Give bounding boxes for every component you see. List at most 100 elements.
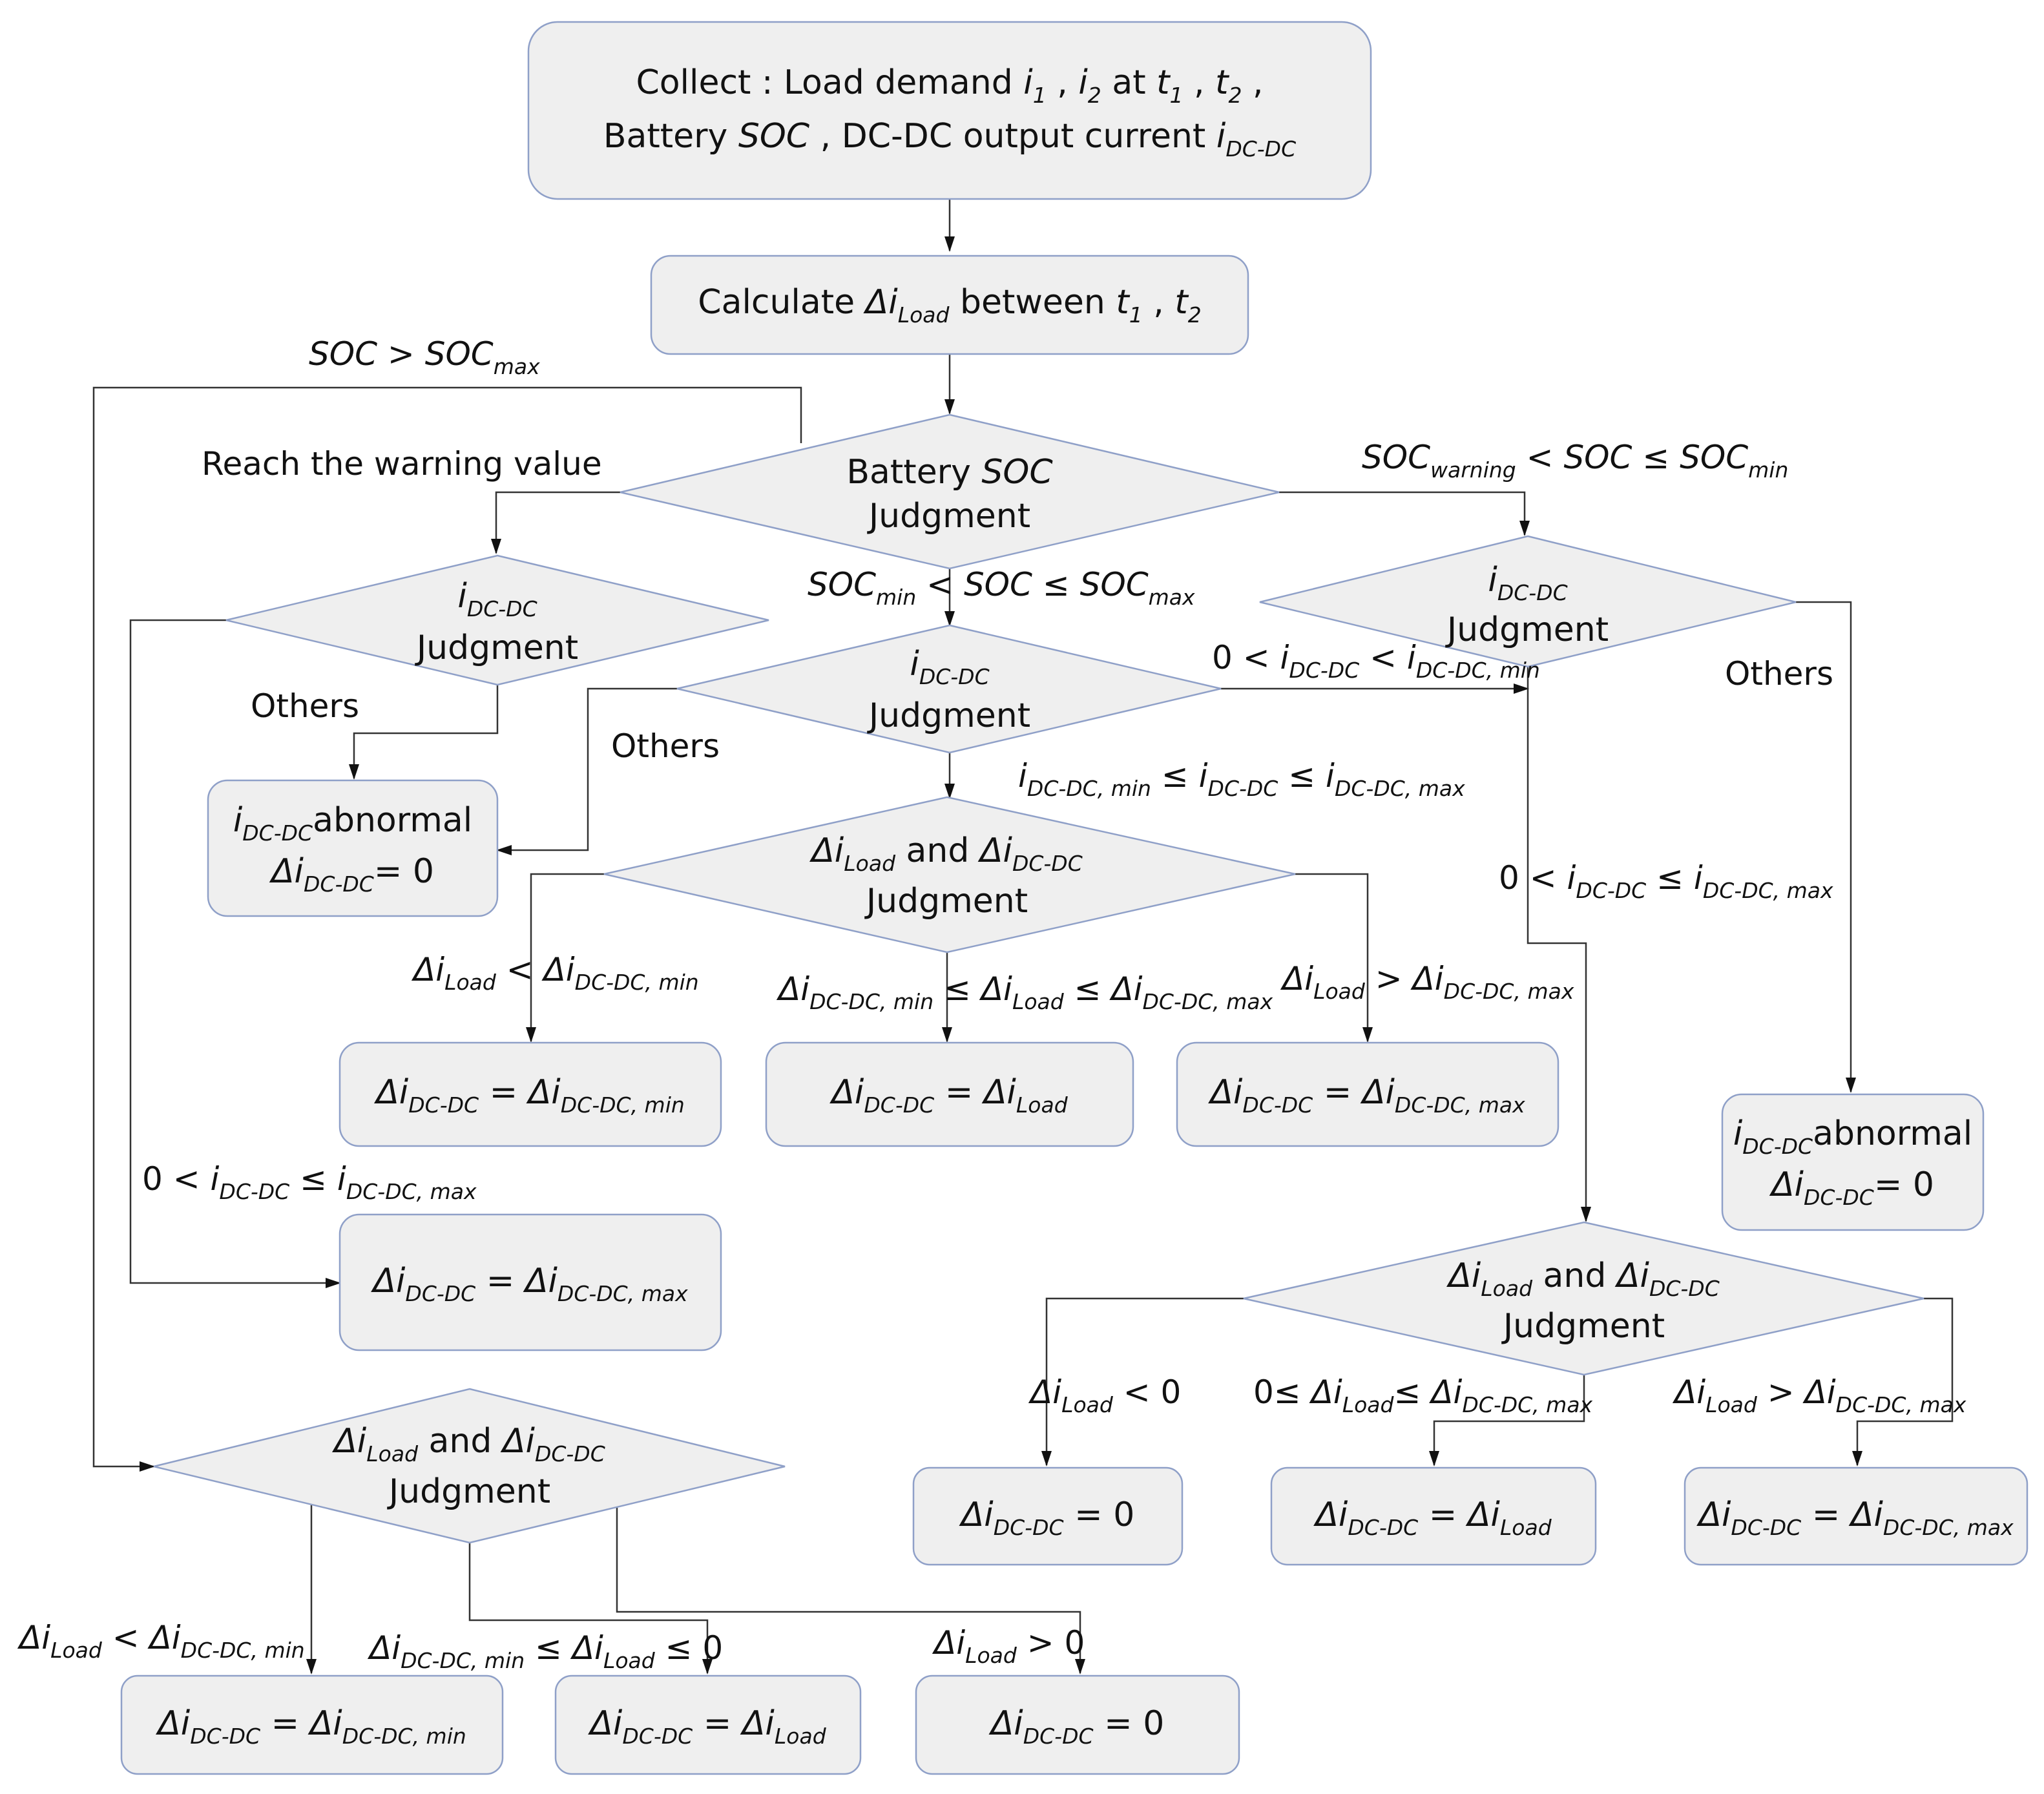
- label-dload-lt-zero: ΔiLoad​ < 0: [1028, 1373, 1181, 1417]
- result-mid-load-text: ΔiDC-DC​ = ΔiLoad​: [829, 1073, 1068, 1118]
- subscript: DC-DC: [1023, 1724, 1094, 1749]
- subscript: 1: [1170, 83, 1184, 108]
- text-run: ≤: [289, 1160, 337, 1198]
- edge-soc-above-max: [92, 386, 802, 1472]
- subscript: Load: [965, 1643, 1017, 1668]
- text-run: Δi: [981, 1073, 1017, 1112]
- subscript: DC-DC: [1742, 1134, 1813, 1159]
- text-run: 0≤: [1253, 1373, 1311, 1411]
- label-soc-min-to-max: SOCmin​ < SOC ≤ SOCmax​: [808, 566, 1195, 610]
- text-run: Δi: [1672, 1373, 1705, 1411]
- text-run: ≤: [525, 1629, 572, 1667]
- text-run: abnormal: [1813, 1114, 1972, 1153]
- text-run: Δi: [1410, 960, 1444, 997]
- text-run: =: [1418, 1496, 1468, 1534]
- text-run: and: [418, 1422, 503, 1461]
- abnormal-left-box: iDC-DC​abnormal ΔiDC-DC​= 0: [207, 779, 499, 917]
- subscript: Load: [1313, 979, 1366, 1004]
- result-mid-min-box: ΔiDC-DC​ = ΔiDC-DC, min​: [339, 1041, 722, 1147]
- label-dload-min-to-max: ΔiDC-DC, min​ ≤ ΔiLoad​ ≤ ΔiDC-DC, max​: [776, 970, 1273, 1014]
- idc-judgment-right-diamond: iDC-DC​ Judgment: [1259, 535, 1797, 668]
- subscript: Load: [444, 970, 497, 995]
- text-run: Judgment: [864, 882, 1028, 921]
- text-run: SOC: [1362, 439, 1430, 476]
- text-run: Δi: [1028, 1373, 1061, 1411]
- edge-right-delta-lt-zero: [1041, 1297, 1244, 1466]
- subscript: DC-DC: [467, 596, 537, 621]
- text-run: between: [949, 283, 1116, 322]
- subscript: DC-DC, min: [181, 1638, 305, 1663]
- subscript: Load: [1016, 1092, 1069, 1118]
- subscript: DC-DC: [1804, 1185, 1874, 1210]
- subscript: DC-DC: [1731, 1515, 1801, 1540]
- subscript: DC-DC, min: [809, 989, 933, 1014]
- text-run: Δi: [863, 283, 899, 322]
- label-others-middle: Others: [611, 727, 720, 765]
- text-run: <: [102, 1619, 150, 1656]
- result-bottom-min-text: ΔiDC-DC​ = ΔiDC-DC, min​: [155, 1704, 466, 1749]
- text-run: and: [895, 831, 980, 870]
- abnormal-right-box: iDC-DC​abnormal ΔiDC-DC​= 0: [1721, 1093, 1985, 1231]
- subscript: DC-DC: [1225, 136, 1296, 162]
- subscript: DC-DC: [1242, 1092, 1313, 1118]
- text-run: Δi: [740, 1704, 775, 1743]
- edge-soc-warning-to-min: [1279, 491, 1530, 536]
- label-reach-warning: Reach the warning value: [202, 445, 602, 483]
- result-mid-load-box: ΔiDC-DC​ = ΔiLoad​: [765, 1041, 1134, 1147]
- text-run: <: [916, 566, 964, 603]
- label-idc-right-range: 0 < iDC-DC​ ≤ iDC-DC, max​: [1499, 859, 1833, 903]
- subscript: DC-DC: [219, 1179, 289, 1204]
- text-run: i: [1216, 117, 1226, 156]
- text-run: =: [260, 1704, 310, 1743]
- text-run: Δi: [523, 1262, 558, 1300]
- text-run: Δi: [1696, 1496, 1731, 1534]
- abnormal-right-line2: ΔiDC-DC​= 0: [1769, 1165, 1934, 1210]
- text-run: ,: [1143, 283, 1175, 322]
- text-run: Calculate: [698, 283, 865, 322]
- subscript: Load: [603, 1648, 656, 1673]
- text-run: Δi: [155, 1704, 191, 1743]
- text-run: Δi: [1465, 1496, 1501, 1534]
- subscript: DC-DC, max: [1335, 776, 1465, 801]
- text-run: abnormal: [313, 801, 472, 840]
- subscript: DC-DC: [190, 1724, 260, 1749]
- text-run: =: [475, 1262, 525, 1300]
- label-others-left: Others: [251, 687, 359, 725]
- calc-box-line1: Calculate ΔiLoad​ between t1​ , t2​: [698, 283, 1201, 328]
- subscript: Load: [775, 1724, 827, 1749]
- subscript: Load: [1342, 1392, 1395, 1417]
- subscript: DC-DC: [622, 1724, 693, 1749]
- text-run: SOC: [1680, 439, 1748, 476]
- subscript: DC-DC, max: [1444, 979, 1574, 1004]
- edge-mid-delta-lt-min: [526, 873, 604, 1043]
- text-run: ≤: [1032, 566, 1080, 603]
- result-left-max-box: ΔiDC-DC​ = ΔiDC-DC, max​: [339, 1213, 722, 1351]
- subscript: DC-DC: [1208, 776, 1278, 801]
- delta-judgment-middle-diamond: ΔiLoad​ and ΔiDC-DC​ Judgment: [603, 796, 1296, 954]
- subscript: DC-DC: [304, 871, 374, 897]
- text-run: Δi: [308, 1704, 343, 1743]
- text-run: Judgment: [387, 1472, 550, 1511]
- subscript: warning: [1430, 457, 1516, 483]
- result-left-max-text: ΔiDC-DC​ = ΔiDC-DC, max​: [370, 1262, 688, 1306]
- label-idc-left-range: 0 < iDC-DC​ ≤ iDC-DC, max​: [142, 1160, 477, 1204]
- subscript: DC-DC, max: [1142, 989, 1273, 1014]
- result-mid-max-box: ΔiDC-DC​ = ΔiDC-DC, max​: [1176, 1041, 1559, 1147]
- edge-bottom-delta-range: [468, 1543, 713, 1674]
- text-run: Others: [251, 687, 359, 725]
- text-run: i: [457, 577, 467, 616]
- text-run: Δi: [269, 852, 304, 891]
- text-run: and: [1532, 1257, 1617, 1295]
- subscript: 2: [1228, 83, 1242, 108]
- abnormal-left-line1: iDC-DC​abnormal: [233, 801, 472, 846]
- label-soc-warning-to-min: SOCwarning​ < SOC ≤ SOCmin​: [1362, 439, 1788, 483]
- idc-judgment-left-diamond: iDC-DC​ Judgment: [225, 554, 769, 686]
- idc-judgment-middle-line1: iDC-DC​: [910, 645, 989, 689]
- abnormal-right-line1: iDC-DC​abnormal: [1733, 1114, 1972, 1159]
- delta-judgment-middle-line1: ΔiLoad​ and ΔiDC-DC​: [809, 831, 1083, 876]
- text-run: SOC: [964, 566, 1032, 603]
- text-run: Δi: [1848, 1496, 1884, 1534]
- delta-judgment-bottom-line1: ΔiLoad​ and ΔiDC-DC​: [331, 1422, 605, 1466]
- text-run: Δi: [959, 1496, 994, 1534]
- text-run: Δi: [1109, 970, 1142, 1008]
